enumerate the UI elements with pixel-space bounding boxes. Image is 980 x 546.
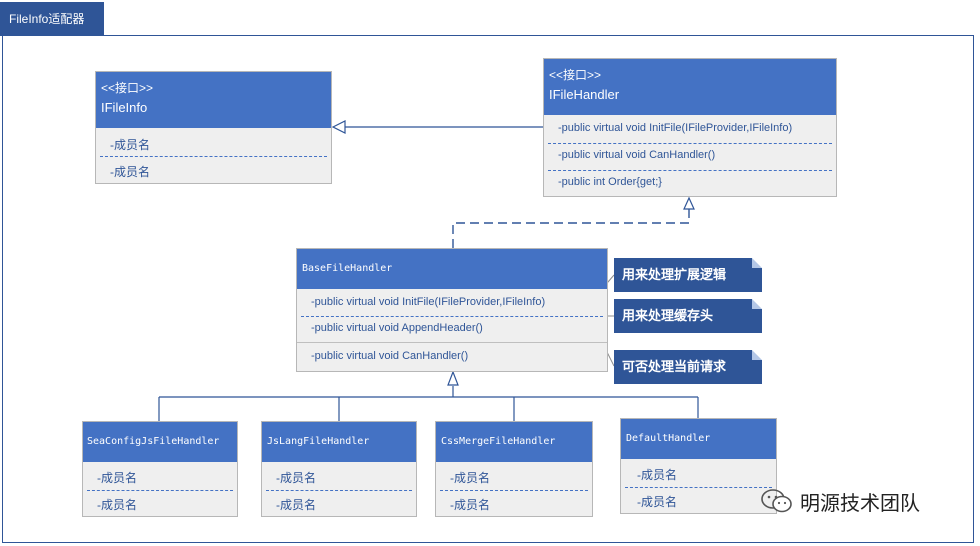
member-row: -成员名 xyxy=(110,138,150,152)
stereotype-label: <<接口>> xyxy=(101,81,154,95)
class-header: DefaultHandler xyxy=(621,419,776,459)
member-row: -成员名 xyxy=(450,471,490,485)
note-extension-logic: 用来处理扩展逻辑 xyxy=(614,258,762,292)
watermark-text: 明源技术团队 xyxy=(800,492,920,515)
member-row: -成员名 xyxy=(276,471,316,485)
connector-base-to-handler xyxy=(452,209,690,248)
member-row: -成员名 xyxy=(276,498,316,512)
divider xyxy=(548,143,832,144)
class-header: JsLangFileHandler xyxy=(262,422,416,462)
divider xyxy=(301,316,603,317)
member-row: -成员名 xyxy=(450,498,490,512)
note-can-handle-request: 可否处理当前请求 xyxy=(614,350,762,384)
divider xyxy=(266,490,412,491)
class-name: JsLangFileHandler xyxy=(267,436,370,447)
member-row: -成员名 xyxy=(97,471,137,485)
arrowhead-ifilehandler xyxy=(683,196,695,210)
class-header: SeaConfigJsFileHandler xyxy=(83,422,237,462)
class-header: CssMergeFileHandler xyxy=(436,422,592,462)
class-ifilehandler[interactable]: <<接口>> IFileHandler -public virtual void… xyxy=(543,58,837,197)
note-cache-header: 用来处理缓存头 xyxy=(614,299,762,333)
arrowhead-ifileinfo xyxy=(331,120,346,134)
class-name: DefaultHandler xyxy=(626,433,711,444)
member-row: -成员名 xyxy=(637,495,677,509)
class-header: <<接口>> IFileHandler xyxy=(544,59,836,115)
member-row: -public virtual void AppendHeader() xyxy=(311,322,483,334)
member-row: -成员名 xyxy=(97,498,137,512)
class-header: BaseFileHandler xyxy=(297,249,607,289)
divider xyxy=(297,342,607,343)
class-name: SeaConfigJsFileHandler xyxy=(87,436,220,447)
class-name: CssMergeFileHandler xyxy=(441,436,556,447)
member-row: -public virtual void InitFile(IFileProvi… xyxy=(311,296,546,308)
class-header: <<接口>> IFileInfo xyxy=(96,72,331,128)
class-name: IFileInfo xyxy=(101,100,148,115)
divider xyxy=(100,156,327,157)
divider xyxy=(625,487,772,488)
class-jslangfilehandler[interactable]: JsLangFileHandler -成员名 -成员名 xyxy=(261,421,417,517)
member-row: -成员名 xyxy=(110,165,150,179)
class-defaulthandler[interactable]: DefaultHandler -成员名 -成员名 xyxy=(620,418,777,514)
class-basefilehandler[interactable]: BaseFileHandler -public virtual void Ini… xyxy=(296,248,608,372)
class-name: IFileHandler xyxy=(549,87,620,102)
divider xyxy=(548,170,832,171)
divider xyxy=(87,490,233,491)
member-row: -成员名 xyxy=(637,468,677,482)
stereotype-label: <<接口>> xyxy=(549,68,602,82)
class-seaconfigjsfilehandler[interactable]: SeaConfigJsFileHandler -成员名 -成员名 xyxy=(82,421,238,517)
divider xyxy=(440,490,588,491)
member-row: -public virtual void CanHandler() xyxy=(558,149,716,161)
class-ifileinfo[interactable]: <<接口>> IFileInfo -成员名 -成员名 xyxy=(95,71,332,184)
diagram-frame xyxy=(2,35,974,543)
class-name: BaseFileHandler xyxy=(302,263,393,274)
member-row: -public virtual void CanHandler() xyxy=(311,350,469,362)
class-cssmergefilehandler[interactable]: CssMergeFileHandler -成员名 -成员名 xyxy=(435,421,593,517)
member-row: -public int Order{get;} xyxy=(558,176,662,188)
watermark: 明源技术团队 xyxy=(760,486,920,516)
arrowhead-basefilehandler xyxy=(447,370,459,386)
wechat-icon xyxy=(761,489,792,513)
member-row: -public virtual void InitFile(IFileProvi… xyxy=(558,122,793,134)
diagram-tab[interactable]: FileInfo适配器 xyxy=(0,2,104,36)
